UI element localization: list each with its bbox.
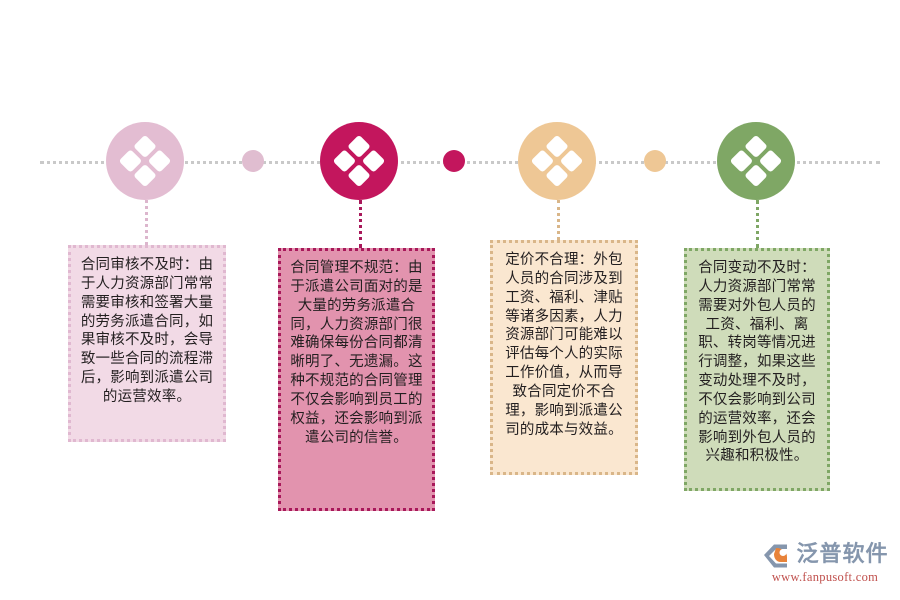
four-diamond-icon xyxy=(531,135,583,187)
timeline-connector-dot-1 xyxy=(242,150,264,172)
brand-logo: 泛普软件 www.fanpusoft.com xyxy=(757,536,893,590)
logo-website-url: www.fanpusoft.com xyxy=(771,570,879,585)
connector-stem-3 xyxy=(557,200,560,240)
connector-stem-2 xyxy=(359,200,362,248)
card-contract-management-nonstandard[interactable]: 合同管理不规范：由于派遣公司面对的是大量的劳务派遣合同，人力资源部门很难确保每份… xyxy=(278,248,435,511)
card-body-text: 合同审核不及时：由于人力资源部门常常需要审核和签署大量的劳务派遣合同，如果审核不… xyxy=(80,257,214,405)
card-body-text: 合同变动不及时：人力资源部门常常需要对外包人员的工资、福利、离职、转岗等情况进行… xyxy=(698,260,816,465)
timeline-connector-dot-3 xyxy=(644,150,666,172)
card-pricing-unreasonable[interactable]: 定价不合理：外包人员的合同涉及到工资、福利、津贴等诸多因素，人力资源部门可能难以… xyxy=(490,240,638,475)
logo-brand-name: 泛普软件 xyxy=(796,542,889,568)
logo-row: 泛普软件 xyxy=(761,542,888,568)
timeline-connector-dot-2 xyxy=(443,150,465,172)
timeline-node-1[interactable] xyxy=(106,122,184,200)
card-body-text: 合同管理不规范：由于派遣公司面对的是大量的劳务派遣合同，人力资源部门很难确保每份… xyxy=(290,260,423,446)
card-contract-change-delay[interactable]: 合同变动不及时：人力资源部门常常需要对外包人员的工资、福利、离职、转岗等情况进行… xyxy=(684,248,830,491)
four-diamond-icon xyxy=(119,135,171,187)
connector-stem-4 xyxy=(756,200,759,248)
timeline-node-4[interactable] xyxy=(717,122,795,200)
connector-stem-1 xyxy=(145,200,148,245)
timeline-node-2[interactable] xyxy=(320,122,398,200)
fanpu-logo-mark-icon xyxy=(764,544,788,568)
card-contract-review-delay[interactable]: 合同审核不及时：由于人力资源部门常常需要审核和签署大量的劳务派遣合同，如果审核不… xyxy=(68,245,226,442)
timeline-node-3[interactable] xyxy=(518,122,596,200)
four-diamond-icon xyxy=(730,135,782,187)
four-diamond-icon xyxy=(333,135,385,187)
card-body-text: 定价不合理：外包人员的合同涉及到工资、福利、津贴等诸多因素，人力资源部门可能难以… xyxy=(505,252,623,438)
